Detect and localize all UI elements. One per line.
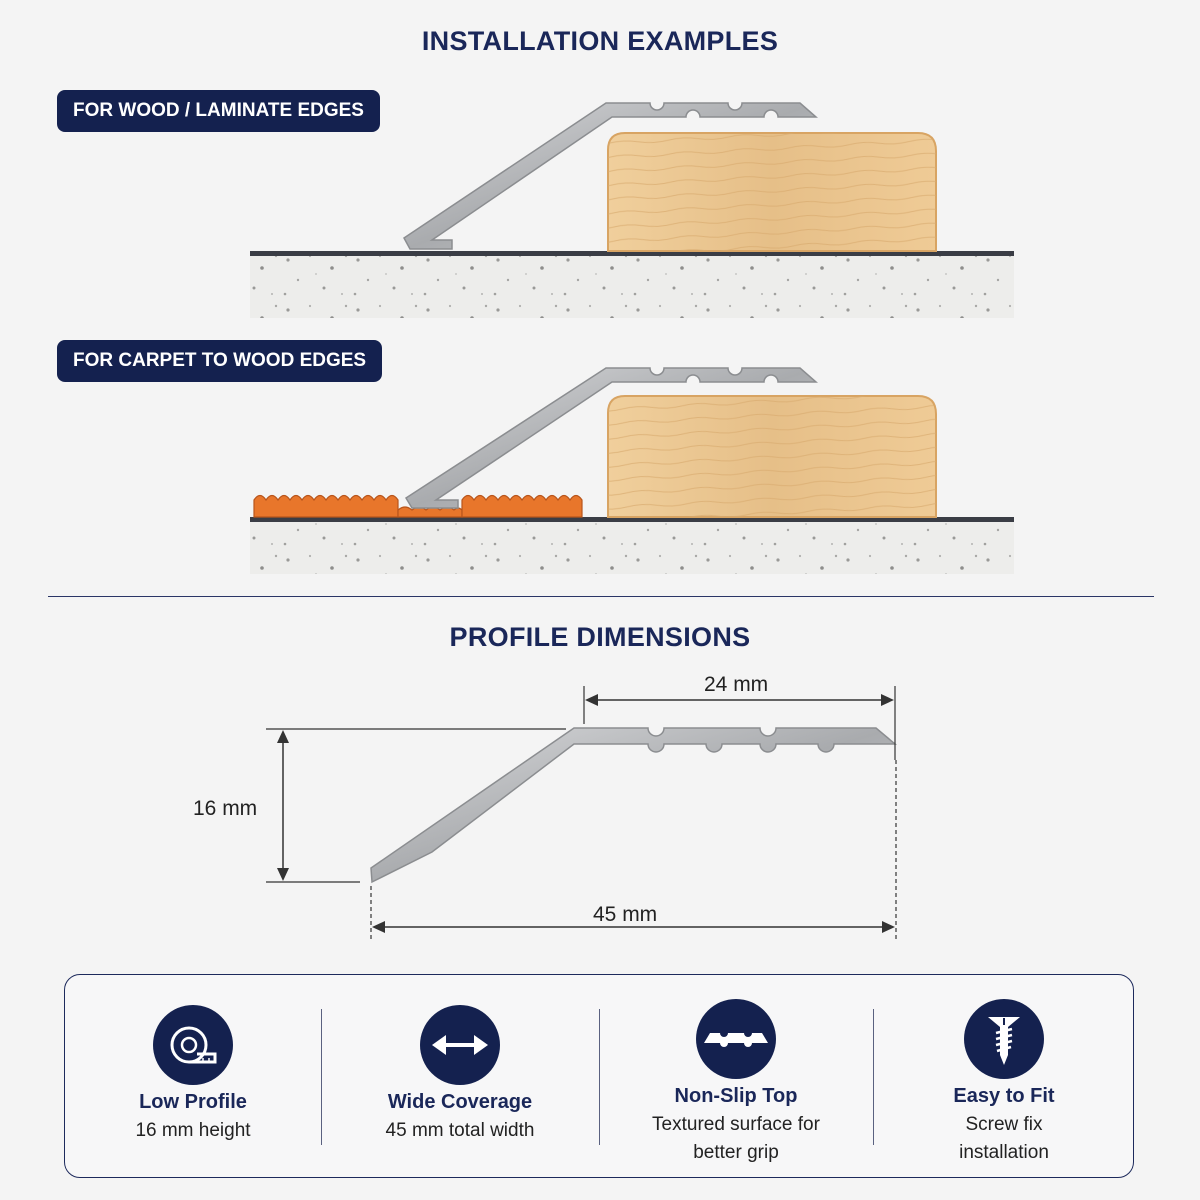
height-label: 16 mm — [193, 797, 258, 820]
example-wood-label: FOR WOOD / LAMINATE EDGES — [57, 90, 380, 132]
feature-separator — [321, 1009, 322, 1145]
feature-separator — [599, 1009, 600, 1145]
feature-title: Wide Coverage — [387, 1091, 533, 1113]
feature-wide-coverage: Wide Coverage 45 mm total width — [321, 975, 599, 1177]
feature-desc: 16 mm height — [135, 1120, 251, 1141]
feature-title: Easy to Fit — [953, 1085, 1055, 1107]
tape-measure-icon — [153, 1005, 233, 1085]
double-arrow-icon — [420, 1005, 500, 1085]
installation-title: INSTALLATION EXAMPLES — [421, 26, 779, 56]
dimensions-title: PROFILE DIMENSIONS — [449, 622, 751, 652]
feature-desc: 45 mm total width — [385, 1120, 535, 1141]
feature-title: Non-Slip Top — [674, 1085, 798, 1107]
screw-icon — [964, 999, 1044, 1079]
non-slip-surface-icon — [696, 999, 776, 1079]
feature-desc-line2: installation — [959, 1142, 1049, 1163]
example-carpet-label: FOR CARPET TO WOOD EDGES — [57, 340, 383, 382]
carpet-pile — [253, 494, 583, 518]
floor-line-2 — [250, 517, 1014, 522]
concrete-subfloor-2 — [250, 522, 1014, 574]
feature-desc-line1: Screw fix — [965, 1114, 1043, 1135]
profile-cross-section — [370, 727, 898, 884]
feature-desc-line2: better grip — [693, 1142, 779, 1163]
feature-title: Low Profile — [139, 1091, 247, 1113]
feature-low-profile: Low Profile 16 mm height — [65, 975, 321, 1177]
dimension-lines — [266, 686, 897, 942]
section-divider — [48, 596, 1154, 597]
features-panel: Low Profile 16 mm height Wide Coverage 4… — [64, 974, 1134, 1178]
wood-board-1 — [607, 132, 937, 252]
feature-desc-line1: Textured surface for — [652, 1114, 820, 1135]
feature-easy-fit: Easy to Fit Screw fix installation — [873, 975, 1135, 1177]
feature-separator — [873, 1009, 874, 1145]
floor-line-1 — [250, 251, 1014, 256]
concrete-subfloor-1 — [250, 256, 1014, 318]
total-width-label: 45 mm — [593, 903, 658, 926]
top-width-label: 24 mm — [704, 673, 769, 696]
trim-profile-1 — [403, 102, 818, 250]
trim-profile-2 — [404, 367, 818, 509]
feature-non-slip: Non-Slip Top Textured surface for better… — [599, 975, 873, 1177]
wood-board-2 — [607, 395, 937, 518]
